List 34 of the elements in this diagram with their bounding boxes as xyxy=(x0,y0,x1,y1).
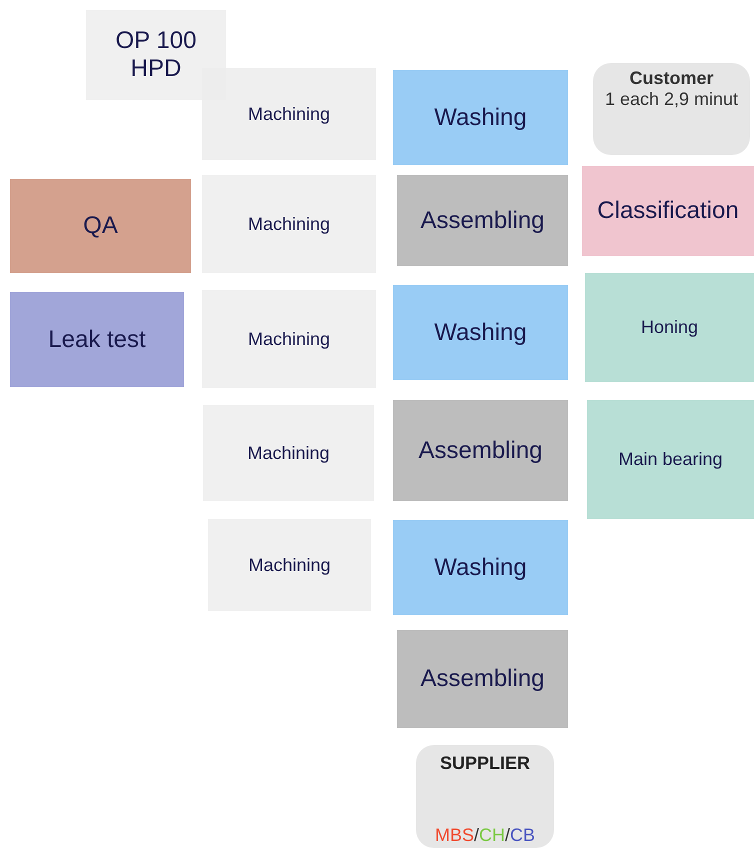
note-text: Washing xyxy=(434,554,527,582)
sticky-note xyxy=(587,400,754,519)
sticky-note xyxy=(393,520,568,615)
sticky-note xyxy=(582,166,754,256)
note-text: Leak test xyxy=(48,326,146,354)
sticky-note xyxy=(10,292,184,387)
sticky-note xyxy=(397,630,568,728)
note-text: Machining xyxy=(248,104,330,124)
sticky-note xyxy=(397,175,568,266)
sticky-note xyxy=(10,179,191,273)
note-text: Assembling xyxy=(420,665,545,693)
note-text: Machining xyxy=(248,328,330,350)
sticky-note xyxy=(393,285,568,380)
sticky-note xyxy=(585,273,754,382)
note-text: Assembling xyxy=(420,206,545,234)
note-text: Honing xyxy=(640,317,698,338)
note-text: Assembling xyxy=(418,436,543,464)
note-text: Machining xyxy=(247,442,330,464)
note-heading: Customer xyxy=(629,68,714,89)
note-text: Washing xyxy=(434,104,527,132)
note-text: 1 each 2,9 minut xyxy=(604,88,738,110)
sticky-note xyxy=(393,70,568,165)
note-text: Washing xyxy=(434,318,527,346)
note-text: Machining xyxy=(248,214,330,234)
sticky-note xyxy=(393,400,568,501)
note-heading: SUPPLIER xyxy=(440,753,530,774)
note-text: MBS/CH/CB xyxy=(434,825,536,846)
sticky-note xyxy=(416,745,554,848)
note-text: Machining xyxy=(248,554,331,576)
note-text: OP 100 HPD xyxy=(114,27,198,83)
note-text: QA xyxy=(83,212,118,240)
note-text: Classification xyxy=(597,197,739,225)
sticky-note xyxy=(593,63,750,155)
note-text: Main bearing xyxy=(618,449,723,470)
